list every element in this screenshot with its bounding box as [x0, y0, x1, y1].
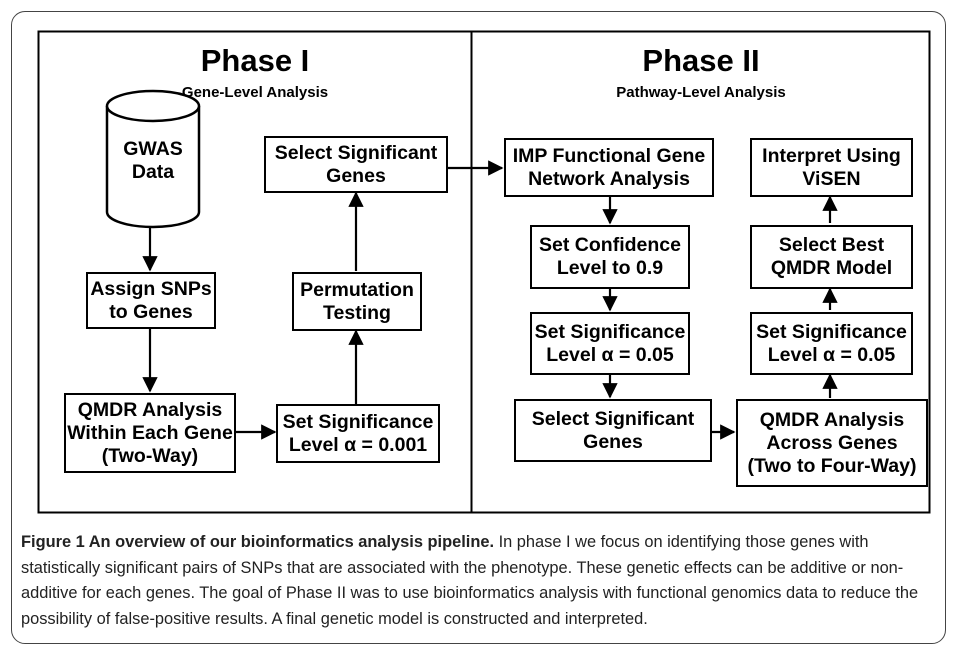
- select-best-model-box: Select Best QMDR Model: [750, 225, 913, 289]
- select-significant-genes-2-box: Select Significant Genes: [514, 399, 712, 462]
- phase2-subtitle: Pathway-Level Analysis: [616, 84, 786, 101]
- interpret-visen-box: Interpret Using ViSEN: [750, 138, 913, 197]
- qmdr-within-gene-box: QMDR Analysis Within Each Gene (Two-Way): [64, 393, 236, 473]
- figure-frame: [11, 11, 946, 644]
- phase2-title: Phase II: [642, 43, 760, 78]
- phase2-panel: [470, 30, 931, 514]
- permutation-testing-box: Permutation Testing: [292, 272, 422, 331]
- set-significance-001-box: Set Significance Level α = 0.001: [276, 404, 440, 463]
- phase1-subtitle: Gene-Level Analysis: [181, 84, 329, 101]
- qmdr-across-genes-box: QMDR Analysis Across Genes (Two to Four-…: [736, 399, 928, 487]
- assign-snps-box: Assign SNPs to Genes: [86, 272, 216, 329]
- set-confidence-box: Set Confidence Level to 0.9: [530, 225, 690, 289]
- phase1-title: Phase I: [200, 43, 310, 78]
- select-significant-genes-box: Select Significant Genes: [264, 136, 448, 193]
- set-significance-005-left-box: Set Significance Level α = 0.05: [530, 312, 690, 375]
- imp-network-analysis-box: IMP Functional Gene Network Analysis: [504, 138, 714, 197]
- caption-text: In phase I we focus on identifying those…: [21, 533, 919, 628]
- gwas-database-icon: [105, 89, 201, 229]
- gwas-data-label: GWAS Data: [123, 138, 183, 183]
- figure-caption: Figure 1 An overview of our bioinformati…: [21, 530, 939, 632]
- caption-title: Figure 1 An overview of our bioinformati…: [21, 533, 495, 551]
- set-significance-005-right-box: Set Significance Level α = 0.05: [750, 312, 913, 375]
